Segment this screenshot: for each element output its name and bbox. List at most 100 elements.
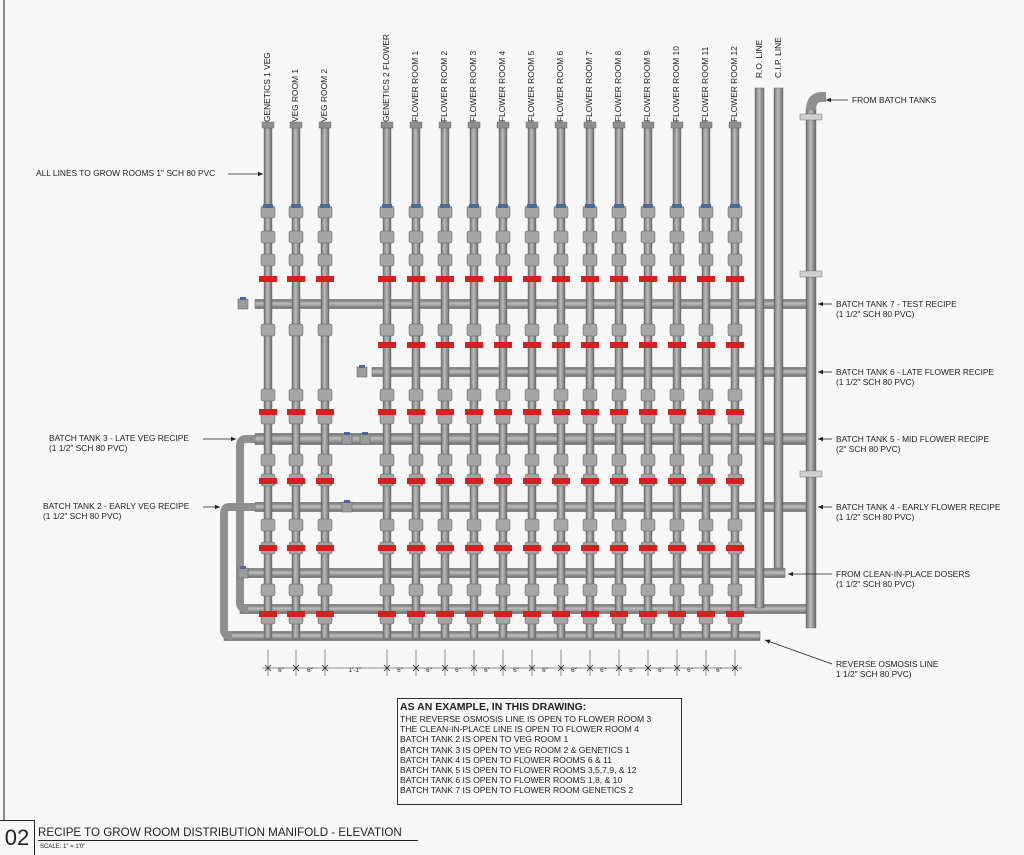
valve-handle [465, 409, 483, 415]
pipe-union-fitting [669, 388, 685, 402]
pipe-union-fitting [669, 323, 685, 337]
pipe-union-fitting [698, 583, 714, 597]
dimension-tick [292, 664, 300, 672]
valve-handle [552, 342, 570, 348]
pipe-union-fitting [727, 230, 743, 244]
pipe-union-fitting [669, 230, 685, 244]
pipe-union-fitting [260, 518, 276, 532]
valve-handle [316, 478, 334, 484]
dimension-tick [499, 664, 507, 672]
dimension-tick [557, 664, 565, 672]
label-batch-tank-7: BATCH TANK 7 - TEST RECIPE [836, 299, 957, 309]
spec-batch-tank-6: (1 1/2" SCH 80 PVC) [836, 377, 915, 387]
pipe-union-fitting [495, 323, 511, 337]
pipe-union-fitting [611, 518, 627, 532]
leader-ro-line [764, 639, 833, 665]
valve-handle [494, 611, 512, 617]
pipe-union-fitting [288, 230, 304, 244]
valve-handle [726, 611, 744, 617]
label-veg-room-2: VEG ROOM 2 [319, 69, 329, 122]
dim-6in-5: 6" [455, 667, 461, 674]
header-end-valve [237, 298, 249, 310]
valve-handle [465, 611, 483, 617]
valve-tag [701, 204, 711, 208]
label-batch-tank-2: BATCH TANK 2 - EARLY VEG RECIPE [43, 501, 190, 511]
riser-cap [318, 121, 332, 129]
dimension-tick [615, 664, 623, 672]
pipe-union-fitting [611, 253, 627, 267]
pipe-union-fitting [495, 518, 511, 532]
valve-handle [610, 545, 628, 551]
pipe-support [799, 270, 823, 278]
valve-handle [726, 276, 744, 282]
pipe-union-fitting [640, 253, 656, 267]
pipe-union-fitting [408, 583, 424, 597]
valve-tag [556, 204, 566, 208]
label-ro-line: R.O. LINE [754, 39, 764, 78]
spec-ro-line-right: 1 1/2" SCH 80 PVC) [836, 669, 912, 679]
drawing-title-block: 02 RECIPE TO GROW ROOM DISTRIBUTION MANI… [0, 818, 420, 855]
pipe-union-fitting [288, 453, 304, 467]
pipe-union-fitting [260, 583, 276, 597]
dimension-tick [321, 664, 329, 672]
valve-handle [697, 611, 715, 617]
header-end-valve [341, 433, 353, 445]
valve-handle [287, 478, 305, 484]
valve-tag [411, 204, 421, 208]
pipe-union-fitting [611, 323, 627, 337]
valve-handle [407, 478, 425, 484]
label-cip-dosers: FROM CLEAN-IN-PLACE DOSERS [836, 569, 970, 579]
valve-tag [643, 204, 653, 208]
valve-handle [494, 342, 512, 348]
valve-handle [610, 611, 628, 617]
example-note-line: BATCH TANK 6 IS OPEN TO FLOWER ROOMS 1,8… [400, 775, 623, 786]
drawing-scale: SCALE: 1" = 1'0" [40, 844, 86, 850]
pipe-union-fitting [379, 583, 395, 597]
dimension-tick [586, 664, 594, 672]
valve-handle [436, 342, 454, 348]
valve-handle [259, 409, 277, 415]
pipe-union-fitting [727, 518, 743, 532]
pipe-union-fitting [288, 518, 304, 532]
valve-handle [523, 276, 541, 282]
valve-handle [726, 409, 744, 415]
valve-handle [465, 545, 483, 551]
spec-batch-tank-2: (1 1/2" SCH 80 PVC) [43, 511, 122, 521]
valve-handle [552, 611, 570, 617]
pipe-union-fitting [553, 583, 569, 597]
dimension-tick [673, 664, 681, 672]
drawing-number: 02 [0, 820, 35, 855]
valve-handle [581, 545, 599, 551]
valve-handle [259, 478, 277, 484]
label-flower-room-9: FLOWER ROOM 9 [642, 50, 652, 122]
leader-tank-2-arrowhead [215, 504, 220, 510]
pipe-union-fitting [611, 388, 627, 402]
valve-tag [585, 204, 595, 208]
riser-cap [261, 121, 275, 129]
leader-tank-3-arrowhead [231, 436, 236, 442]
pipe-union-fitting [466, 323, 482, 337]
spec-batch-tank-7: (1 1/2" SCH 80 PVC) [836, 309, 915, 319]
example-note-line: BATCH TANK 4 IS OPEN TO FLOWER ROOMS 6 &… [400, 754, 613, 765]
pipe-union-fitting [437, 230, 453, 244]
example-note-title: AS AN EXAMPLE, IN THIS DRAWING: [400, 701, 587, 713]
valve-tag [440, 204, 450, 208]
pipe-union-fitting [317, 323, 333, 337]
valve-handle [639, 342, 657, 348]
spec-cip-dosers: (1 1/2" SCH 80 PVC) [836, 579, 915, 589]
riser-cap [380, 121, 394, 129]
pipe-union-fitting [408, 323, 424, 337]
riser-cap [728, 121, 742, 129]
label-flower-room-10: FLOWER ROOM 10 [671, 46, 681, 122]
dim-6in-7: 6" [513, 667, 519, 674]
leader-tank-4-arrowhead [818, 504, 823, 510]
leader-from-batch-tanks-arrowhead [826, 97, 831, 103]
valve-handle [523, 342, 541, 348]
valve-handle [436, 611, 454, 617]
valve-handle [436, 276, 454, 282]
valve-handle [639, 611, 657, 617]
pipe-union-fitting [466, 518, 482, 532]
dim-gap: 1'-1" [349, 667, 362, 674]
valve-handle [610, 342, 628, 348]
